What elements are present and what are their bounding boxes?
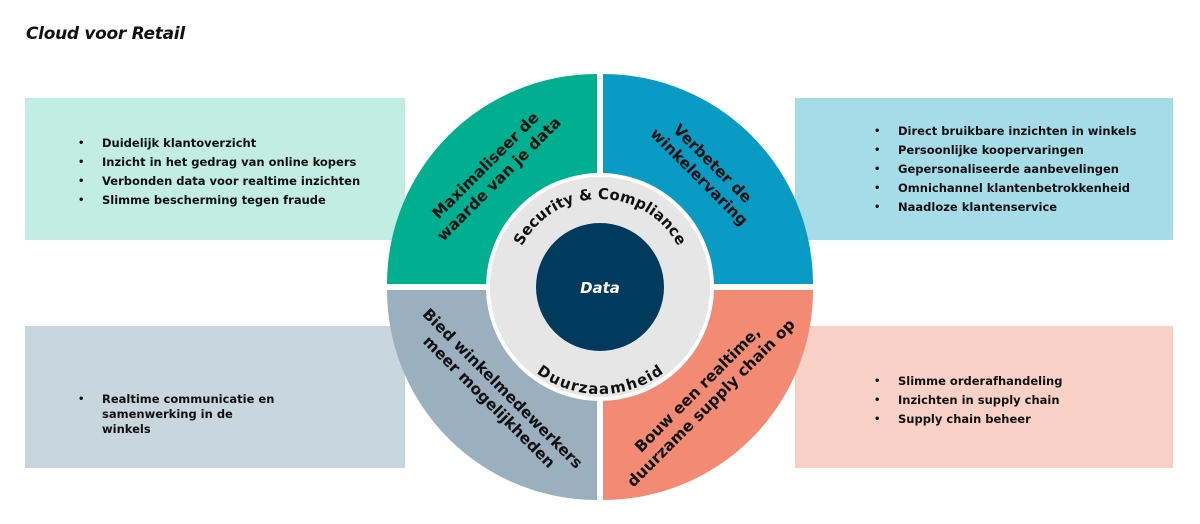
bullet-item: Verbonden data voor realtime inzichten [78,172,360,191]
bullet-item: Supply chain beheer [874,410,1062,429]
bullets-bottom-left: Realtime communicatie en samenwerking in… [78,392,278,437]
bullet-item: Direct bruikbare inzichten in winkels [874,122,1137,141]
bullet-item: Omnichannel klantenbetrokkenheid [874,179,1137,198]
bullets-top-left: Duidelijk klantoverzicht Inzicht in het … [78,134,360,210]
bullet-item: Duidelijk klantoverzicht [78,134,360,153]
bullet-item: Slimme bescherming tegen fraude [78,191,360,210]
bullet-item: Gepersonaliseerde aanbevelingen [874,160,1137,179]
bullet-item: Inzichten in supply chain [874,391,1062,410]
page-title: Cloud voor Retail [26,24,185,44]
bullets-bottom-right: Slimme orderafhandeling Inzichten in sup… [874,372,1062,429]
bullet-item: Realtime communicatie en samenwerking in… [78,392,278,437]
data-label: Data [580,279,620,297]
bullet-item: Naadloze klantenservice [874,198,1137,217]
bullet-item: Persoonlijke koopervaringen [874,141,1137,160]
data-circle [536,223,664,351]
bullets-top-right: Direct bruikbare inzichten in winkels Pe… [874,122,1137,217]
bullet-item: Slimme orderafhandeling [874,372,1062,391]
bullet-item: Inzicht in het gedrag van online kopers [78,153,360,172]
